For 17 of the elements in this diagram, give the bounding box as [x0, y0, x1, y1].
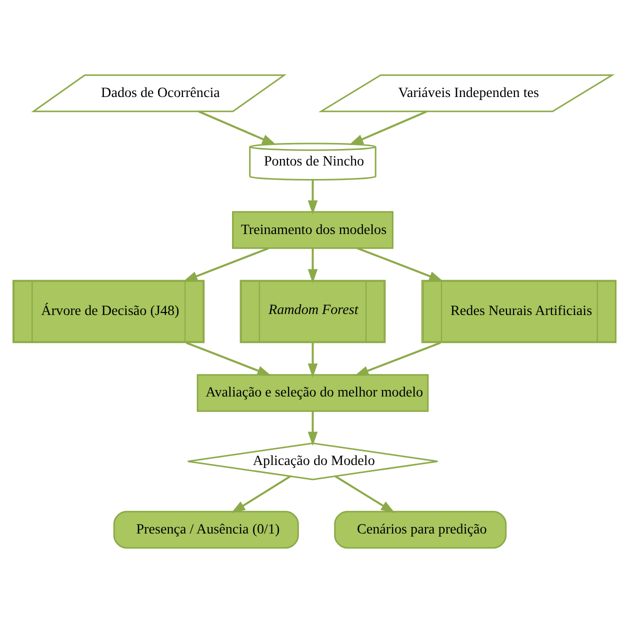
arrow [307, 411, 318, 446]
node-diamond: Aplicação do Modelo [186, 442, 438, 480]
node-box: Presença / Ausência (0/1) [112, 510, 298, 549]
arrow [198, 110, 276, 145]
arrow [307, 180, 318, 215]
arrow [230, 475, 290, 514]
arrow [182, 247, 268, 282]
arrow [334, 475, 395, 514]
arrow [307, 343, 318, 378]
arrow [185, 342, 271, 376]
arrow [307, 248, 318, 284]
arrow [354, 342, 440, 376]
node-box: Avaliação e seleção do melhor modelo [196, 374, 428, 412]
node-box: Cenários para predição [334, 510, 506, 549]
node-box: Treinamento dos modelos [232, 211, 393, 249]
arrow [356, 247, 443, 282]
arrow [348, 110, 426, 145]
